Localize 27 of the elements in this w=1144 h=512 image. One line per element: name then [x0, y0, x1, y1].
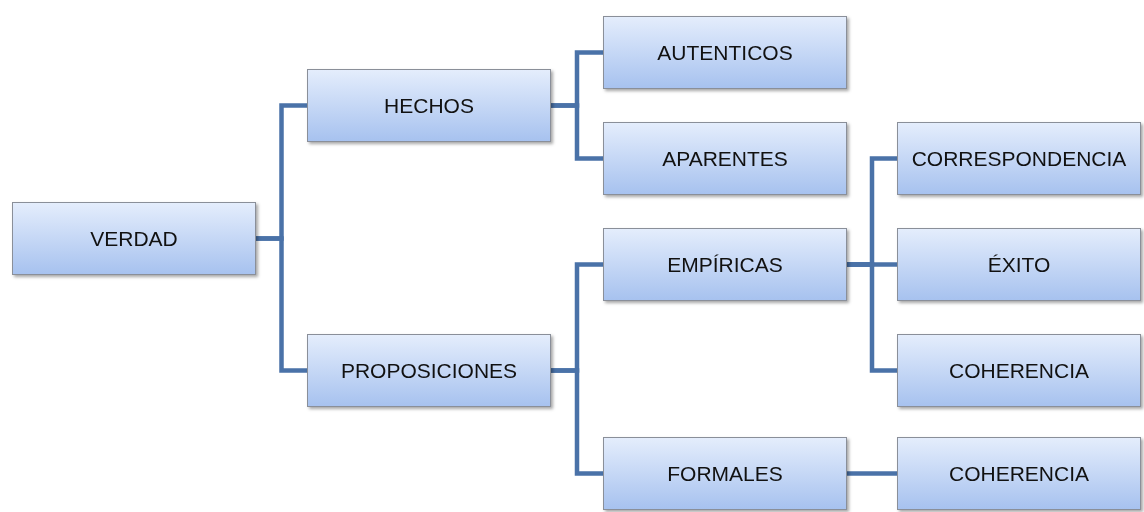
connector-line — [847, 262, 897, 373]
concept-box — [897, 122, 1141, 195]
node-label: VERDAD — [90, 226, 178, 251]
concept-box — [603, 122, 847, 195]
node-label: HECHOS — [384, 93, 474, 118]
connector-line — [551, 368, 603, 476]
concept-box — [603, 228, 847, 301]
connector-line — [256, 236, 307, 373]
concept-box — [12, 202, 256, 275]
node-label: CORRESPONDENCIA — [911, 146, 1127, 171]
node-label: ÉXITO — [987, 252, 1051, 277]
connector-line — [551, 103, 603, 161]
node-label: APARENTES — [662, 146, 788, 171]
concept-box — [307, 334, 551, 407]
node-label: COHERENCIA — [949, 358, 1089, 383]
concept-box — [307, 69, 551, 142]
node-label: AUTENTICOS — [657, 40, 793, 65]
node-label: PROPOSICIONES — [340, 358, 518, 383]
concept-box — [897, 228, 1141, 301]
concept-box — [897, 334, 1141, 407]
connector-line — [847, 471, 897, 476]
concept-box — [603, 16, 847, 89]
concept-box — [603, 437, 847, 510]
node-label: COHERENCIA — [949, 461, 1089, 486]
node-label: FORMALES — [667, 461, 783, 486]
node-label: EMPÍRICAS — [667, 252, 783, 277]
concept-box — [897, 437, 1141, 510]
